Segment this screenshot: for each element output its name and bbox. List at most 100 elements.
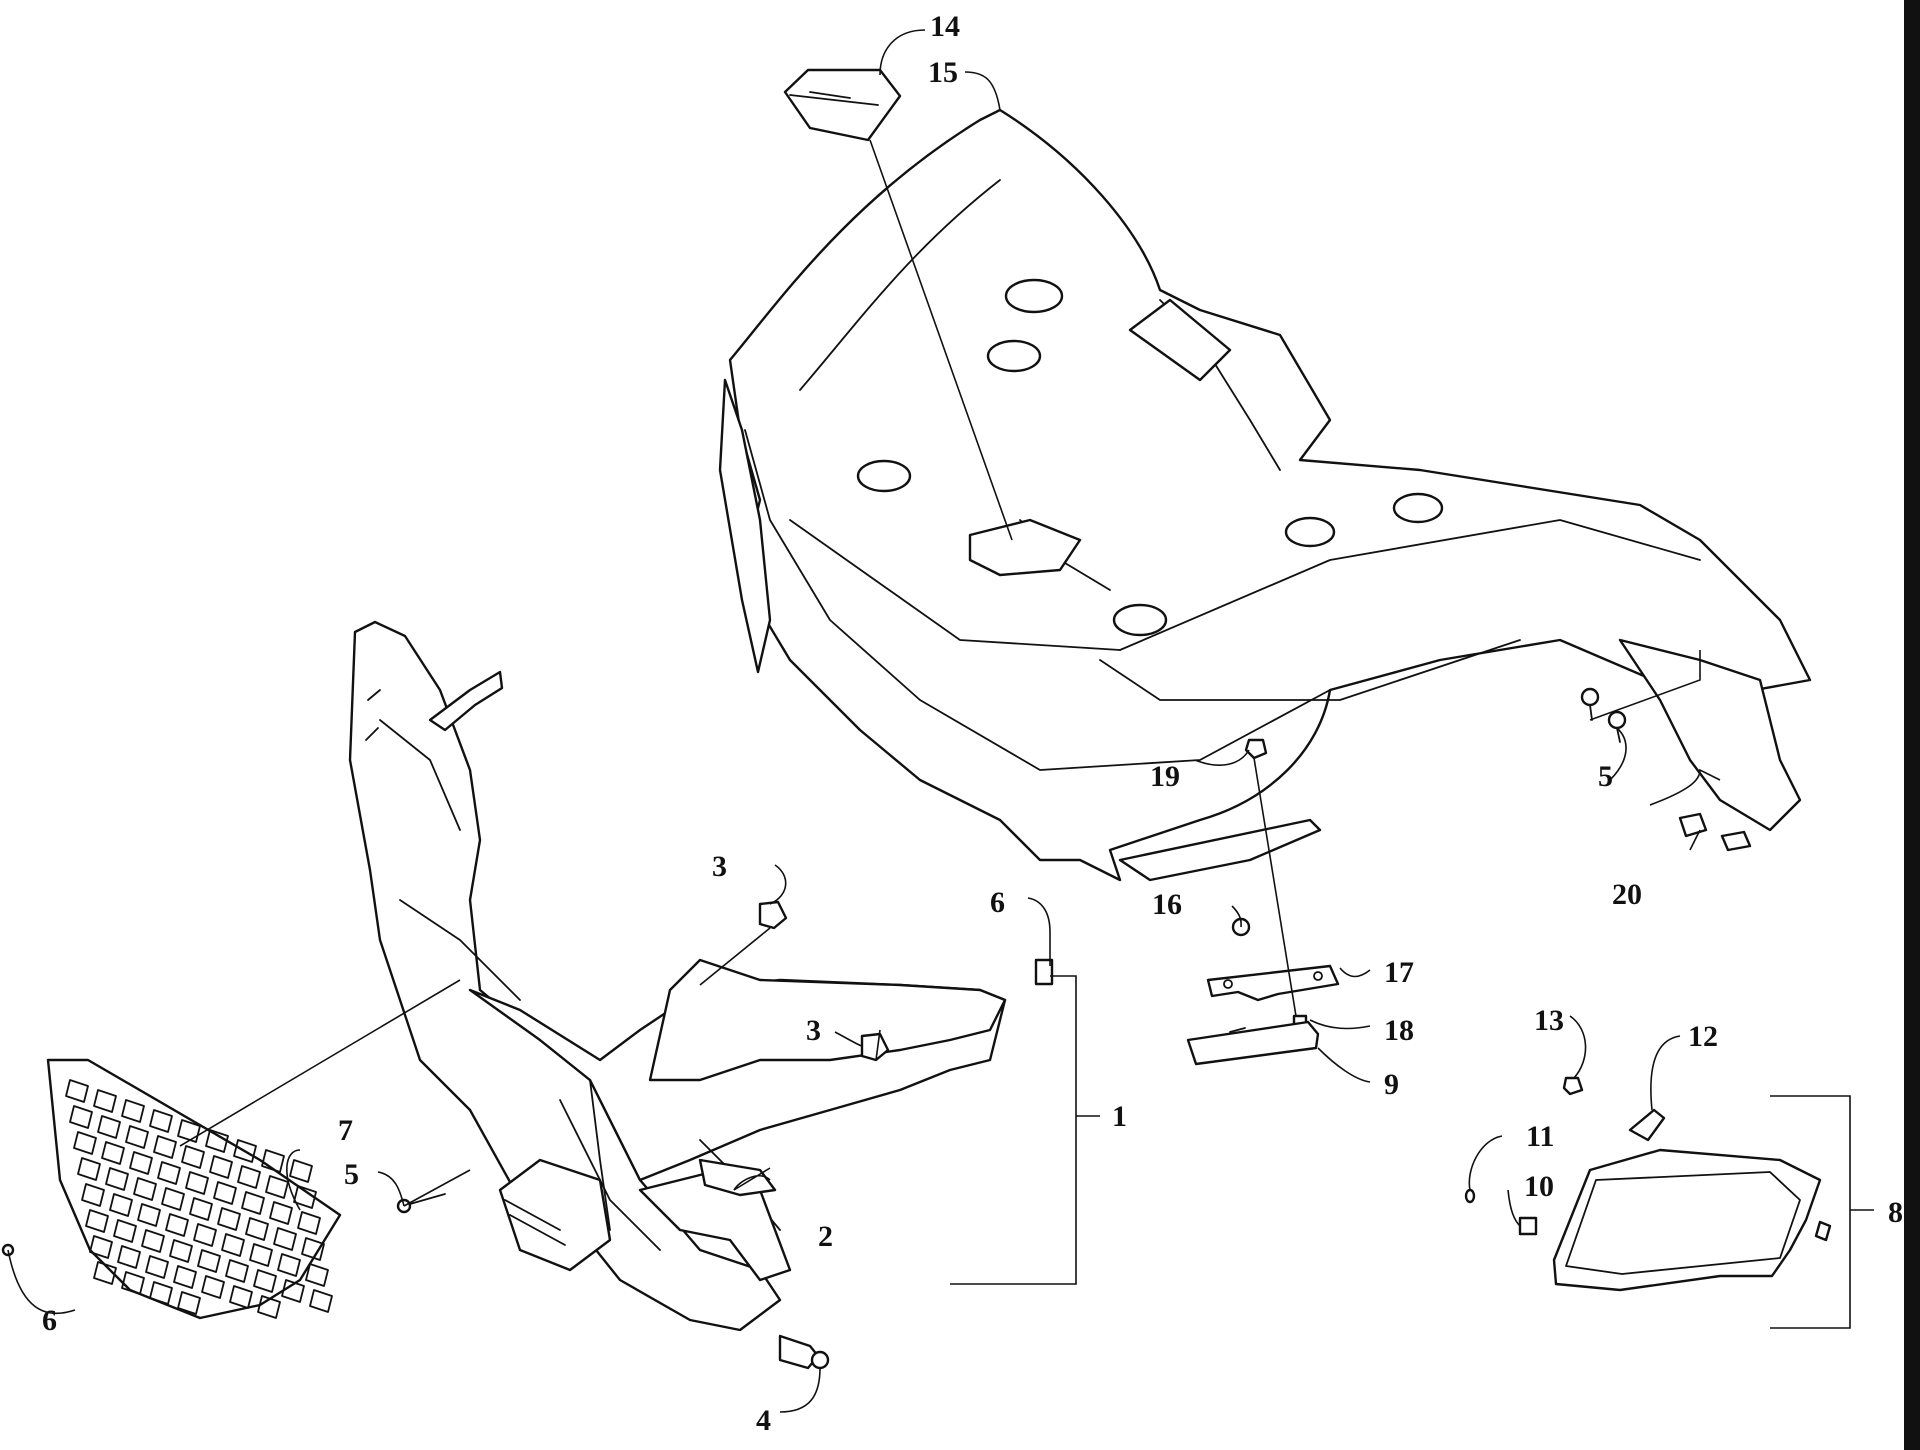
headlight-plug — [1814, 1220, 1832, 1242]
panel-hole-2 — [986, 339, 1042, 373]
panel-right-bracket — [1618, 638, 1802, 832]
callout-3-lower: 3 — [806, 1014, 821, 1047]
grille-cell — [121, 1271, 145, 1295]
grille-cell — [265, 1175, 289, 1199]
callout-6-left: 6 — [42, 1304, 57, 1337]
grille-cell — [109, 1193, 133, 1217]
grille-cell — [177, 1291, 201, 1315]
panel-center-slot — [1128, 298, 1232, 382]
grille-cell — [189, 1197, 213, 1221]
grille-cell — [153, 1135, 177, 1159]
grille-cell — [77, 1157, 101, 1181]
panel-hole-1 — [1004, 278, 1064, 314]
grille-cell — [229, 1285, 253, 1309]
grille-cell — [277, 1253, 301, 1277]
callout-4: 4 — [756, 1404, 771, 1437]
panel-left-flap — [718, 378, 772, 674]
callout-7: 7 — [338, 1114, 353, 1147]
callout-5-right: 5 — [1598, 760, 1613, 793]
grille-cell — [269, 1201, 293, 1225]
grille-cell — [101, 1141, 125, 1165]
front-body-panel — [718, 108, 1812, 882]
screw-6-left — [1, 1243, 15, 1257]
grille-cell — [113, 1219, 137, 1243]
callout-6-right: 6 — [990, 886, 1005, 919]
bumper-lower-opening — [498, 1158, 612, 1272]
callout-9: 9 — [1384, 1068, 1399, 1101]
emblem — [783, 68, 902, 142]
grille-cell — [73, 1131, 97, 1155]
reflector-9 — [1186, 1020, 1320, 1066]
callout-19: 19 — [1150, 760, 1180, 793]
front-bumper — [348, 620, 1007, 1332]
grille-cell — [133, 1177, 157, 1201]
callout-20: 20 — [1612, 878, 1642, 911]
clip-lower — [860, 1032, 890, 1062]
headlight-bulb-connector — [1628, 1108, 1666, 1142]
screw-6-right — [1034, 958, 1054, 986]
screw-4-bottom — [778, 1334, 830, 1370]
emblem-recess — [968, 518, 1082, 577]
grille-cell — [249, 1243, 273, 1267]
grille-cell — [301, 1237, 325, 1261]
callout-15: 15 — [928, 56, 958, 89]
grille-cell — [105, 1167, 129, 1191]
grille-cell — [221, 1233, 245, 1257]
grille-cell — [309, 1289, 333, 1313]
headlight-assembly — [1552, 1108, 1832, 1292]
fastener-5-right-b — [1607, 710, 1627, 743]
grille-cell — [305, 1263, 329, 1287]
grille-cell — [65, 1079, 89, 1103]
grommet-13 — [1562, 1076, 1584, 1096]
grille-cell — [257, 1295, 281, 1319]
grille-cell — [81, 1183, 105, 1207]
bumper-bracket-tab — [428, 670, 504, 732]
grille-cell — [69, 1105, 93, 1129]
grille-cell — [297, 1211, 321, 1235]
callout-13: 13 — [1534, 1004, 1564, 1037]
grille-cell — [241, 1191, 265, 1215]
grille-cell — [149, 1109, 173, 1133]
callout-14: 14 — [930, 10, 960, 43]
callout-16: 16 — [1152, 888, 1182, 921]
nut-19 — [1244, 738, 1268, 760]
callout-11: 11 — [1526, 1120, 1554, 1153]
o-ring-11 — [1464, 1188, 1476, 1204]
grille-cell — [89, 1235, 113, 1259]
grille-cell — [225, 1259, 249, 1283]
grille-cell — [125, 1125, 149, 1149]
grille-cell — [93, 1261, 117, 1285]
grille-cell — [129, 1151, 153, 1175]
grille-cell — [165, 1213, 189, 1237]
grille-cell — [177, 1119, 201, 1143]
grille — [46, 1058, 342, 1320]
grille-cell — [217, 1207, 241, 1231]
callout-1: 1 — [1112, 1100, 1127, 1133]
grille-cell — [161, 1187, 185, 1211]
grille-cell — [145, 1255, 169, 1279]
callout-8: 8 — [1888, 1196, 1903, 1229]
panel-lower-tongue — [1118, 818, 1322, 882]
grille-cell — [273, 1227, 297, 1251]
grille-cell — [201, 1275, 225, 1299]
callout-18: 18 — [1384, 1014, 1414, 1047]
callout-labels: 1 2 3 3 4 5 5 6 6 7 8 9 10 11 12 13 14 1… — [42, 10, 1903, 1437]
panel-hole-5 — [1392, 492, 1444, 524]
grille-cell — [261, 1149, 285, 1173]
bracket-17-hole-a — [1223, 979, 1233, 989]
right-edge-bar — [1904, 0, 1920, 1450]
leader-lines — [7, 29, 1874, 1413]
grille-cell — [117, 1245, 141, 1269]
grille-cell — [205, 1129, 229, 1153]
bracket-17-hole-b — [1313, 971, 1323, 981]
callout-2: 2 — [818, 1220, 833, 1253]
fastener-5-right-a — [1580, 687, 1600, 721]
callout-12: 12 — [1688, 1020, 1718, 1053]
grille-cell — [149, 1281, 173, 1305]
grille-cell — [121, 1099, 145, 1123]
clip-20-b — [1720, 830, 1752, 852]
grille-cell — [193, 1223, 217, 1247]
grille-cell — [253, 1269, 277, 1293]
grille-mesh — [65, 1079, 333, 1319]
